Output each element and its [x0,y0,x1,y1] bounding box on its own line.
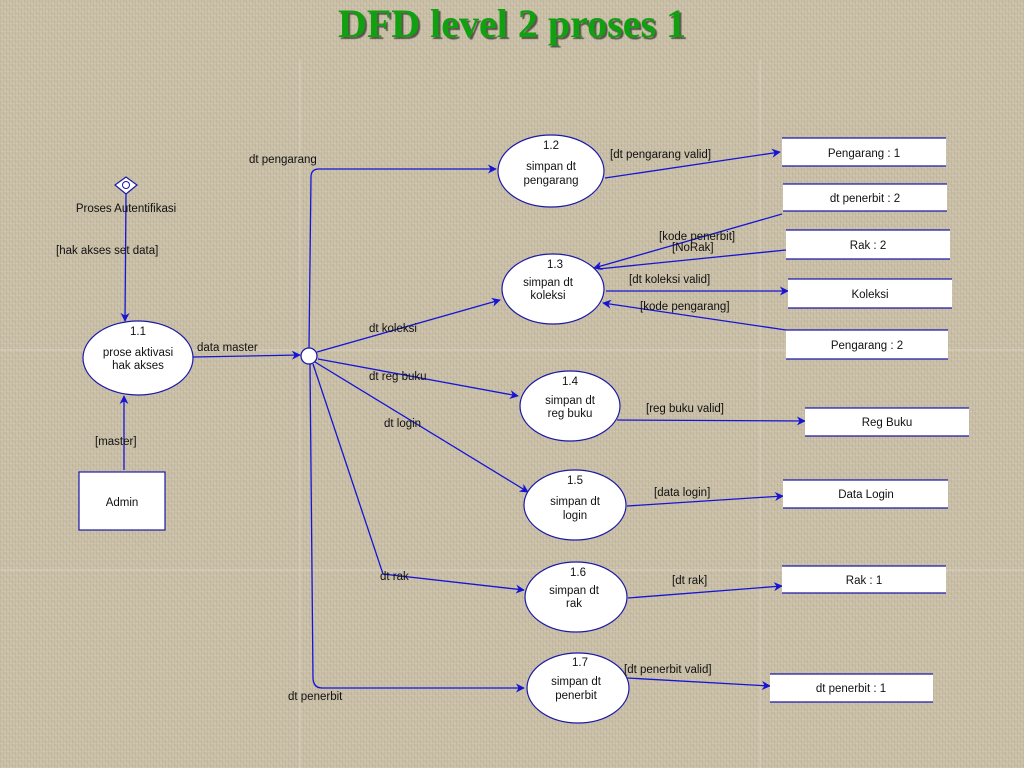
store-pengarang-2: Pengarang : 2 [786,329,948,360]
flow-hak-akses [120,193,130,322]
store-label: Data Login [838,489,894,501]
process-id: 1.5 [567,475,583,487]
flow-label: [NoRak] [672,242,714,254]
flow-label: [kode pengarang] [640,301,730,313]
process-label-line1: prose aktivasi [103,347,173,359]
flow-data-login [626,492,784,507]
page-title: DFD level 2 proses 1 [337,1,687,46]
process-id: 1.7 [572,657,588,669]
store-label: Pengarang : 1 [828,148,900,160]
process-1-4: 1.4 simpan dt reg buku [519,370,621,442]
flow-label: [hak akses set data] [56,245,158,257]
store-rak-2: Rak : 2 [786,229,950,260]
flow-norak [597,249,787,270]
flow-dt-penerbit [309,363,525,693]
process-id: 1.1 [130,326,146,338]
flow-label: [dt rak] [672,575,707,587]
flow-reg-buku-valid [616,416,806,426]
store-rak-1: Rak : 1 [782,565,946,594]
flow-label: dt penerbit [288,691,343,703]
store-label: Koleksi [851,289,888,301]
flow-dt-koleksi [316,297,501,353]
process-id: 1.4 [562,376,579,388]
flow-dt-pengarang-valid [604,148,781,179]
flow-dt-reg-buku [317,358,519,399]
process-1-5: 1.5 simpan dt login [523,469,627,541]
process-id: 1.3 [547,259,563,271]
process-label-line2: pengarang [524,175,579,187]
flow-label: [dt pengarang valid] [610,149,711,161]
store-label: Pengarang : 2 [831,340,903,352]
store-label: Reg Buku [862,417,913,429]
process-label-line2: koleksi [530,290,565,302]
flow-label: dt login [384,418,421,430]
process-label-line1: simpan dt [551,676,602,688]
flow-labels: [hak akses set data] [master] data maste… [56,149,735,703]
flow-dt-pengarang [308,164,497,349]
flow-label: dt rak [380,571,409,583]
process-label-line1: simpan dt [526,161,577,173]
flow-dt-login [314,361,529,493]
store-label: dt penerbit : 1 [816,683,886,695]
flow-kode-pengarang [602,299,787,331]
flow-label: dt koleksi [369,323,417,335]
flow-dt-rak-store [627,582,783,599]
flow-junction [300,347,318,365]
store-label: Rak : 1 [846,575,882,587]
proses-autentifikasi-label: Proses Autentifikasi [76,203,176,215]
entity-admin-label: Admin [106,497,139,509]
process-label-line2: rak [566,598,582,610]
process-1-6: 1.6 simpan dt rak [524,561,628,633]
flow-label: dt pengarang [249,154,317,166]
flow-dt-rak [312,363,525,594]
process-label-line1: simpan dt [550,496,601,508]
flow-label: [kode penerbit] [659,231,735,243]
store-dt-penerbit-1: dt penerbit : 1 [770,673,933,703]
flow-label: [master] [95,436,137,448]
process-1-3: 1.3 simpan dt koleksi [501,253,605,325]
process-label-line2: hak akses [112,360,164,372]
process-label-line2: reg buku [548,408,593,420]
store-label: Rak : 2 [850,240,886,252]
flow-dt-penerbit-valid [626,677,771,691]
store-data-login: Data Login [783,479,948,509]
store-dt-penerbit-2: dt penerbit : 2 [783,183,947,212]
entity-admin: Admin [78,471,166,531]
flow-lines [119,148,806,693]
process-1-7: 1.7 simpan dt penerbit [526,652,630,724]
store-label: dt penerbit : 2 [830,193,900,205]
process-1-2: 1.2 simpan dt pengarang [497,134,605,208]
store-koleksi: Koleksi [788,278,952,309]
flow-label: data master [197,342,258,354]
process-label-line1: simpan dt [523,277,574,289]
flow-kode-penerbit [593,213,783,271]
process-label-line2: login [563,510,587,522]
process-id: 1.6 [570,567,586,579]
process-id: 1.2 [543,140,559,152]
flow-label: [reg buku valid] [646,403,724,415]
process-label-line1: simpan dt [549,585,600,597]
process-label-line2: penerbit [555,690,597,702]
flow-label: [dt koleksi valid] [629,274,710,286]
proses-autentifikasi-node: Proses Autentifikasi [76,176,176,215]
process-1-1: 1.1 prose aktivasi hak akses [82,320,194,396]
flow-label: [data login] [654,487,710,499]
process-label-line1: simpan dt [545,395,596,407]
flow-data-master [192,350,301,360]
store-reg-buku: Reg Buku [805,407,969,437]
flow-label: [dt penerbit valid] [624,664,712,676]
flow-label: dt reg buku [369,371,427,383]
store-pengarang-1: Pengarang : 1 [782,137,946,167]
